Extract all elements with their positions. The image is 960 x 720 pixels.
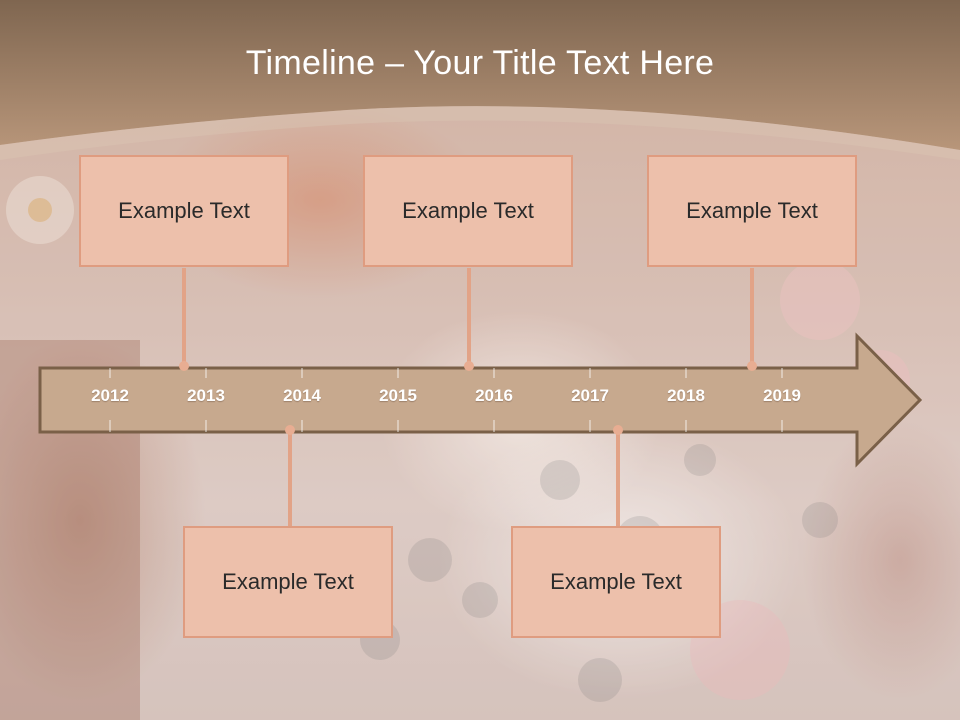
event-marker-dot <box>464 361 474 371</box>
header-band <box>0 0 960 160</box>
event-connector <box>467 268 471 366</box>
year-label-2018: 2018 <box>667 386 705 405</box>
event-connector <box>616 430 620 526</box>
event-marker-dot <box>285 425 295 435</box>
event-connector <box>288 430 292 526</box>
year-label-2014: 2014 <box>283 386 321 405</box>
year-label-2019: 2019 <box>763 386 801 405</box>
event-connector <box>182 268 186 366</box>
year-label-2013: 2013 <box>187 386 225 405</box>
event-marker-dot <box>747 361 757 371</box>
event-box-1[interactable]: Example Text <box>79 155 289 267</box>
event-box-3[interactable]: Example Text <box>647 155 857 267</box>
event-marker-dot <box>613 425 623 435</box>
timeline-arrow <box>38 332 923 468</box>
slide-title[interactable]: Timeline – Your Title Text Here <box>245 44 715 82</box>
year-label-2016: 2016 <box>475 386 513 405</box>
year-label-2015: 2015 <box>379 386 417 405</box>
event-marker-dot <box>179 361 189 371</box>
year-label-2012: 2012 <box>91 386 129 405</box>
year-label-2017: 2017 <box>571 386 609 405</box>
event-box-4[interactable]: Example Text <box>183 526 393 638</box>
event-connector <box>750 268 754 366</box>
event-box-5[interactable]: Example Text <box>511 526 721 638</box>
event-box-2[interactable]: Example Text <box>363 155 573 267</box>
